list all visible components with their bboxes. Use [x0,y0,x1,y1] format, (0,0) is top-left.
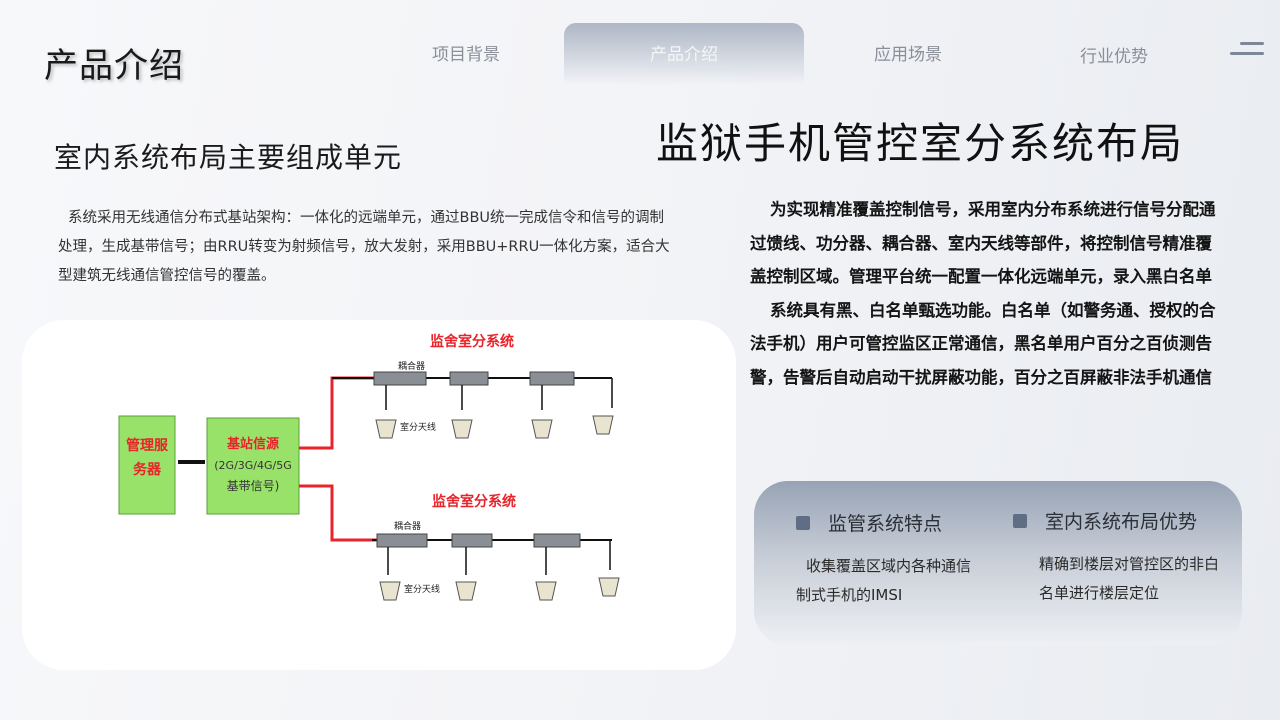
coupler-1 [376,533,428,548]
antenna-2 [451,419,473,439]
antenna-2 [455,581,477,601]
feeder-upper [299,376,377,450]
coupler-label: 耦合器 [394,520,421,532]
tab-product-intro[interactable]: 产品介绍 [564,23,804,85]
antenna-3 [531,419,553,439]
menu-icon[interactable] [1230,42,1264,56]
antenna-label: 室分天线 [404,583,440,595]
coupler-2 [451,533,493,548]
square-bullet-icon [796,515,810,530]
feature-title: 室内系统布局优势 [1045,511,1198,533]
feature-text: 精确到楼层对管控区的非白名单进行楼层定位 [1039,555,1220,602]
feeder-lower [299,484,377,542]
tab-application-scenarios[interactable]: 应用场景 [788,23,1028,85]
bs-label-line3: 基带信号) [227,479,280,493]
management-server-box [118,415,176,515]
coupler-label: 耦合器 [398,360,425,372]
tab-industry-advantages[interactable]: 行业优势 [994,23,1234,85]
server-label-line2: 务器 [133,461,162,478]
antenna-1 [379,581,401,601]
feature-supervision: 监管系统特点 收集覆盖区域内各种通信制式手机的IMSI [796,509,978,610]
antenna-3 [535,581,557,601]
tab-label: 项目背景 [432,45,500,65]
branch-upper: 耦合器 室分天线 [332,360,614,439]
coupler-3 [533,533,581,548]
body-paragraph-1: 为实现精准覆盖控制信号，采用室内分布系统进行信号分配通过馈线、功分器、耦合器、室… [750,200,1216,286]
square-bullet-icon [1013,513,1027,528]
page-title: 产品介绍 [44,46,184,86]
main-title: 监狱手机管控室分系统布局 [656,119,1185,168]
branch-title-lower: 监舍室分系统 [432,493,516,510]
tab-label: 应用场景 [874,45,942,65]
body-text: 为实现精准覆盖控制信号，采用室内分布系统进行信号分配通过馈线、功分器、耦合器、室… [750,193,1228,394]
branch-lower: 耦合器 室分天线 [372,520,620,601]
body-paragraph-2: 系统具有黑、白名单甄选功能。白名单（如警务通、授权的合法手机）用户可管控监区正常… [750,300,1216,387]
system-description: 系统采用无线通信分布式基站架构：一体化的远端单元，通过BBU统一完成信令和信号的… [58,210,670,284]
system-layout-diagram: 管理服 务器 基站信源 (2G/3G/4G/5G 基带信号) 监舍室分系统 监舍… [118,333,620,601]
top-nav: 项目背景 产品介绍 应用场景 行业优势 [0,0,1280,90]
bs-label-line2: (2G/3G/4G/5G [214,459,292,472]
antenna-4 [598,577,620,597]
feature-layout-advantage: 室内系统布局优势 精确到楼层对管控区的非白名单进行楼层定位 [1013,507,1221,608]
feature-text: 收集覆盖区域内各种通信制式手机的IMSI [796,557,972,604]
coupler-3 [529,371,575,386]
antenna-label: 室分天线 [400,421,436,433]
coupler-2 [449,371,489,386]
tab-label: 产品介绍 [650,45,718,65]
tab-project-background[interactable]: 项目背景 [346,23,586,85]
tab-label: 行业优势 [1080,47,1148,67]
server-label-line1: 管理服 [126,437,169,454]
system-diagram-card: 管理服 务器 基站信源 (2G/3G/4G/5G 基带信号) 监舍室分系统 监舍… [22,320,736,670]
section-title: 室内系统布局主要组成单元 [54,141,403,174]
antenna-1 [375,419,397,439]
base-station-box [206,417,300,515]
branch-title-upper: 监舍室分系统 [430,333,514,350]
feature-card: 监管系统特点 收集覆盖区域内各种通信制式手机的IMSI 室内系统布局优势 精确到… [754,481,1242,645]
antenna-4 [592,415,614,435]
bs-label-line1: 基站信源 [226,436,279,452]
coupler-1 [373,371,427,386]
feature-title: 监管系统特点 [828,513,943,535]
